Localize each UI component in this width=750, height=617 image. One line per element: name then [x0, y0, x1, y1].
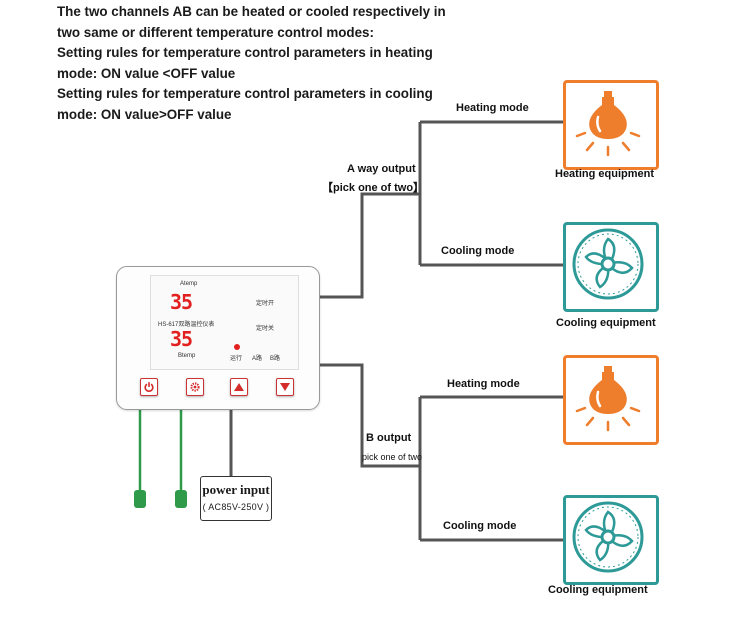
b-output-title: B output	[366, 432, 412, 444]
b-road-label: B路	[270, 356, 281, 362]
arrow-down-icon	[280, 383, 290, 391]
model-label: HS-617双路温控仪表	[158, 322, 215, 328]
a-cooling-equipment-label: Cooling equipment	[556, 317, 656, 329]
intro-line: mode: ON value>OFF value	[57, 106, 232, 122]
power-input-label: power input	[202, 482, 270, 497]
power-voltage-range: ( AC85V-250V )	[202, 502, 270, 512]
sensor-probe-b	[175, 408, 187, 508]
light-bulb-icon	[575, 91, 641, 157]
a-output-title: A way output	[347, 163, 416, 175]
b-output-subtitle: pick one of two	[362, 452, 423, 462]
fan-icon	[572, 228, 644, 300]
controller-display	[150, 275, 299, 370]
gear-icon	[190, 382, 200, 392]
b-cooling-mode-label: Cooling mode	[443, 520, 517, 532]
power-icon	[144, 382, 154, 392]
b-heating-mode-label: Heating mode	[447, 378, 520, 390]
run-label: 运行	[230, 356, 243, 362]
power-input-box: power input ( AC85V-250V )	[200, 476, 272, 521]
fan-icon	[572, 501, 644, 573]
a-output-subtitle: 【pick one of two】	[322, 182, 425, 194]
intro-line: mode: ON value <OFF value	[57, 65, 236, 81]
a-heating-mode-label: Heating mode	[456, 102, 529, 114]
a-cooling-mode-label: Cooling mode	[441, 245, 515, 257]
timer-on-label: 定时开	[256, 301, 275, 307]
settings-button[interactable]	[186, 378, 204, 396]
intro-line: Setting rules for temperature control pa…	[57, 86, 433, 101]
intro-text: The two channels AB can be heated or coo…	[57, 2, 446, 125]
a-heating-equipment-label: Heating equipment	[555, 168, 655, 180]
intro-line: two same or different temperature contro…	[57, 24, 374, 40]
up-button[interactable]	[230, 378, 248, 396]
b-temp-readout: 35	[170, 327, 193, 351]
a-temp-readout: 35	[170, 290, 193, 314]
sensor-probe-a	[134, 408, 146, 508]
down-button[interactable]	[276, 378, 294, 396]
b-output-wire	[318, 363, 420, 468]
b-cooling-equipment-box	[563, 495, 659, 585]
atemp-label: Atemp	[180, 281, 198, 287]
intro-line: The two channels AB can be heated or coo…	[57, 4, 446, 19]
power-button[interactable]	[140, 378, 158, 396]
a-heating-equipment-box	[563, 80, 659, 170]
a-output-wire	[318, 192, 420, 299]
b-heating-equipment-box	[563, 355, 659, 445]
run-indicator-led	[234, 344, 240, 350]
intro-line: Setting rules for temperature control pa…	[57, 45, 433, 60]
b-cooling-equipment-label: Cooling equipment	[548, 584, 648, 596]
timer-off-label: 定时关	[256, 326, 275, 332]
a-road-label: A路	[252, 356, 263, 362]
arrow-up-icon	[234, 383, 244, 391]
btemp-label: Btemp	[178, 353, 196, 359]
light-bulb-icon	[575, 366, 641, 432]
a-cooling-equipment-box	[563, 222, 659, 312]
